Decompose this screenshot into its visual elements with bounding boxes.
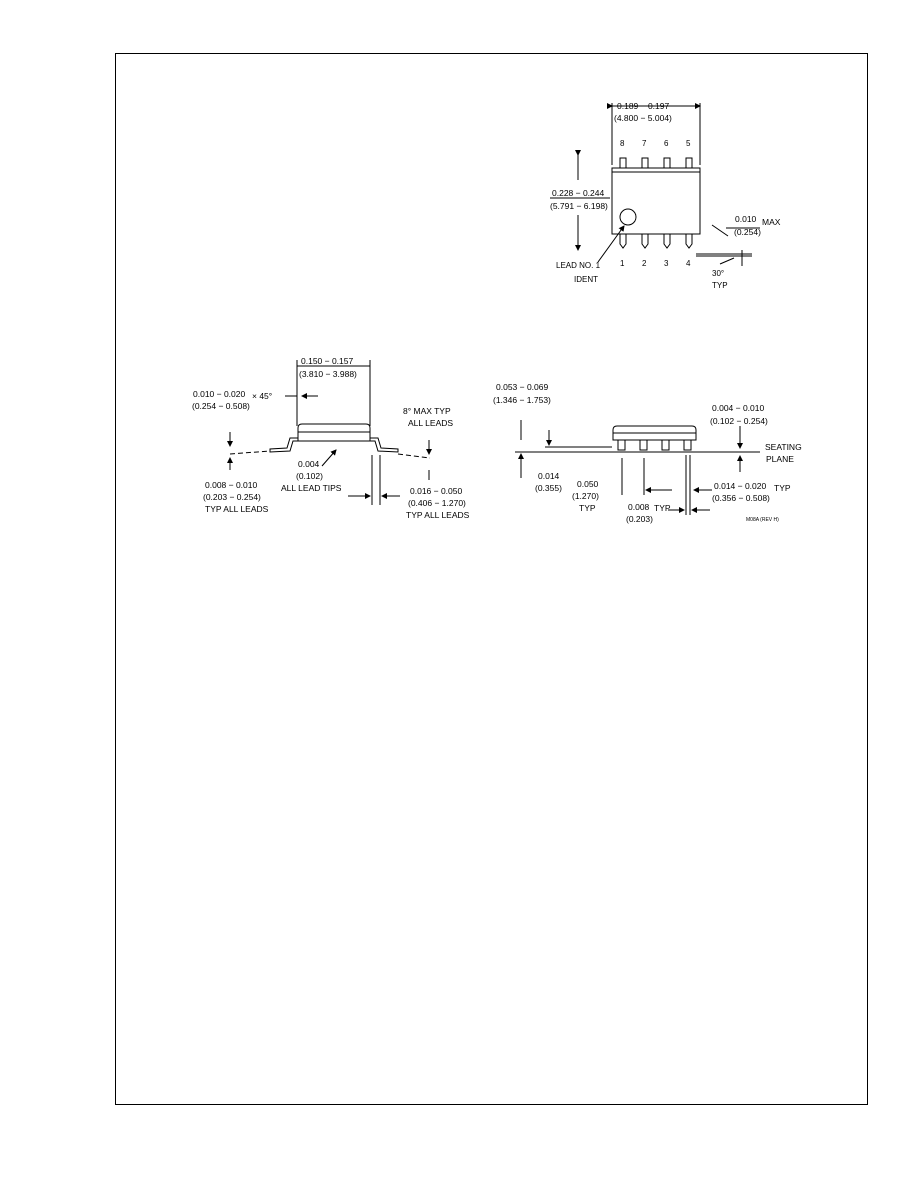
lead-width-in: 0.014 − 0.020 — [714, 481, 767, 491]
chamfer-suffix: × 45° — [252, 391, 272, 401]
angle-typ-label: TYP — [712, 281, 728, 290]
lead-height-mm: (0.355) — [535, 483, 562, 493]
lead-angle-label: 8° MAX TYP — [403, 406, 451, 416]
pitch-mm: (1.270) — [572, 491, 599, 501]
top-width-in: 0.189 − 0.197 — [617, 101, 670, 111]
pin-label: 1 — [620, 259, 625, 268]
foot-length-in: 0.016 − 0.050 — [410, 486, 463, 496]
pin-label: 6 — [664, 139, 669, 148]
gap-mm: (0.203) — [626, 514, 653, 524]
lead-thickness-note: TYP ALL LEADS — [205, 504, 269, 514]
pin-label: 8 — [620, 139, 625, 148]
side-width-in: 0.150 − 0.157 — [301, 356, 354, 366]
top-view-body — [611, 167, 701, 235]
tip-dim-in: 0.010 — [735, 214, 757, 224]
coplanarity-mm: (0.102) — [296, 471, 323, 481]
gap-in: 0.008 — [628, 502, 650, 512]
angle-label: 30° — [712, 269, 724, 278]
lead-height-in: 0.014 — [538, 471, 560, 481]
end-height-in: 0.053 − 0.069 — [496, 382, 549, 392]
pin-label: 4 — [686, 259, 691, 268]
foot-length-note: TYP ALL LEADS — [406, 510, 470, 520]
pin-label: 7 — [642, 139, 647, 148]
tip-dim-mm: (0.254) — [734, 227, 761, 237]
coplanarity-in: 0.004 — [298, 459, 320, 469]
end-view — [515, 420, 760, 515]
standoff-in: 0.004 − 0.010 — [712, 403, 765, 413]
side-width-mm: (3.810 − 3.988) — [299, 369, 357, 379]
top-view — [550, 103, 760, 266]
lead-thickness-in: 0.008 − 0.010 — [205, 480, 258, 490]
end-height-mm: (1.346 − 1.753) — [493, 395, 551, 405]
drawing-id: M08A (REV H) — [746, 517, 779, 523]
seating-plane-label: SEATING — [765, 442, 802, 452]
coplanarity-note: ALL LEAD TIPS — [281, 483, 342, 493]
lead-ident-label: IDENT — [574, 275, 598, 284]
lead-width-mm: (0.356 − 0.508) — [712, 493, 770, 503]
side-view — [227, 360, 432, 505]
seating-plane-label: PLANE — [766, 454, 794, 464]
lead-ident-label: LEAD NO. 1 — [556, 261, 601, 270]
pitch-in: 0.050 — [577, 479, 599, 489]
standoff-mm: (0.102 − 0.254) — [710, 416, 768, 426]
pitch-typ: TYP — [579, 503, 596, 513]
top-height-in: 0.228 − 0.244 — [552, 188, 605, 198]
tip-dim-max: MAX — [762, 217, 781, 227]
lead-width-typ: TYP — [774, 483, 791, 493]
pin-label: 5 — [686, 139, 691, 148]
lead-thickness-mm: (0.203 − 0.254) — [203, 492, 261, 502]
side-view-body — [297, 423, 371, 442]
top-height-mm: (5.791 − 6.198) — [550, 201, 608, 211]
chamfer-in: 0.010 − 0.020 — [193, 389, 246, 399]
pin-label: 2 — [642, 259, 647, 268]
top-width-mm: (4.800 − 5.004) — [614, 113, 672, 123]
chamfer-mm: (0.254 − 0.508) — [192, 401, 250, 411]
lead-angle-label: ALL LEADS — [408, 418, 453, 428]
pin-label: 3 — [664, 259, 669, 268]
end-view-body — [612, 425, 697, 441]
page-border — [115, 53, 868, 1105]
gap-typ: TYP — [654, 503, 671, 513]
foot-length-mm: (0.406 − 1.270) — [408, 498, 466, 508]
pin1-ident-dot — [619, 208, 637, 226]
